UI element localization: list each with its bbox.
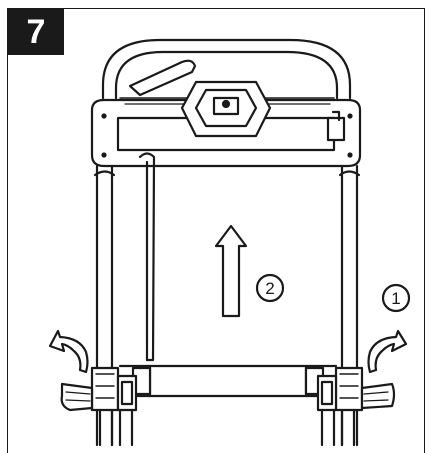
callout-label-2: 2 <box>265 279 274 298</box>
control-housing <box>92 82 360 166</box>
control-cable <box>140 154 154 361</box>
right-rotate-arrow <box>369 331 407 372</box>
callout-label-1: 1 <box>391 289 400 308</box>
left-rotate-arrow <box>50 331 88 372</box>
lower-crossbar <box>120 366 336 396</box>
left-quick-release-knob <box>62 368 136 445</box>
lift-up-arrow <box>216 226 246 316</box>
